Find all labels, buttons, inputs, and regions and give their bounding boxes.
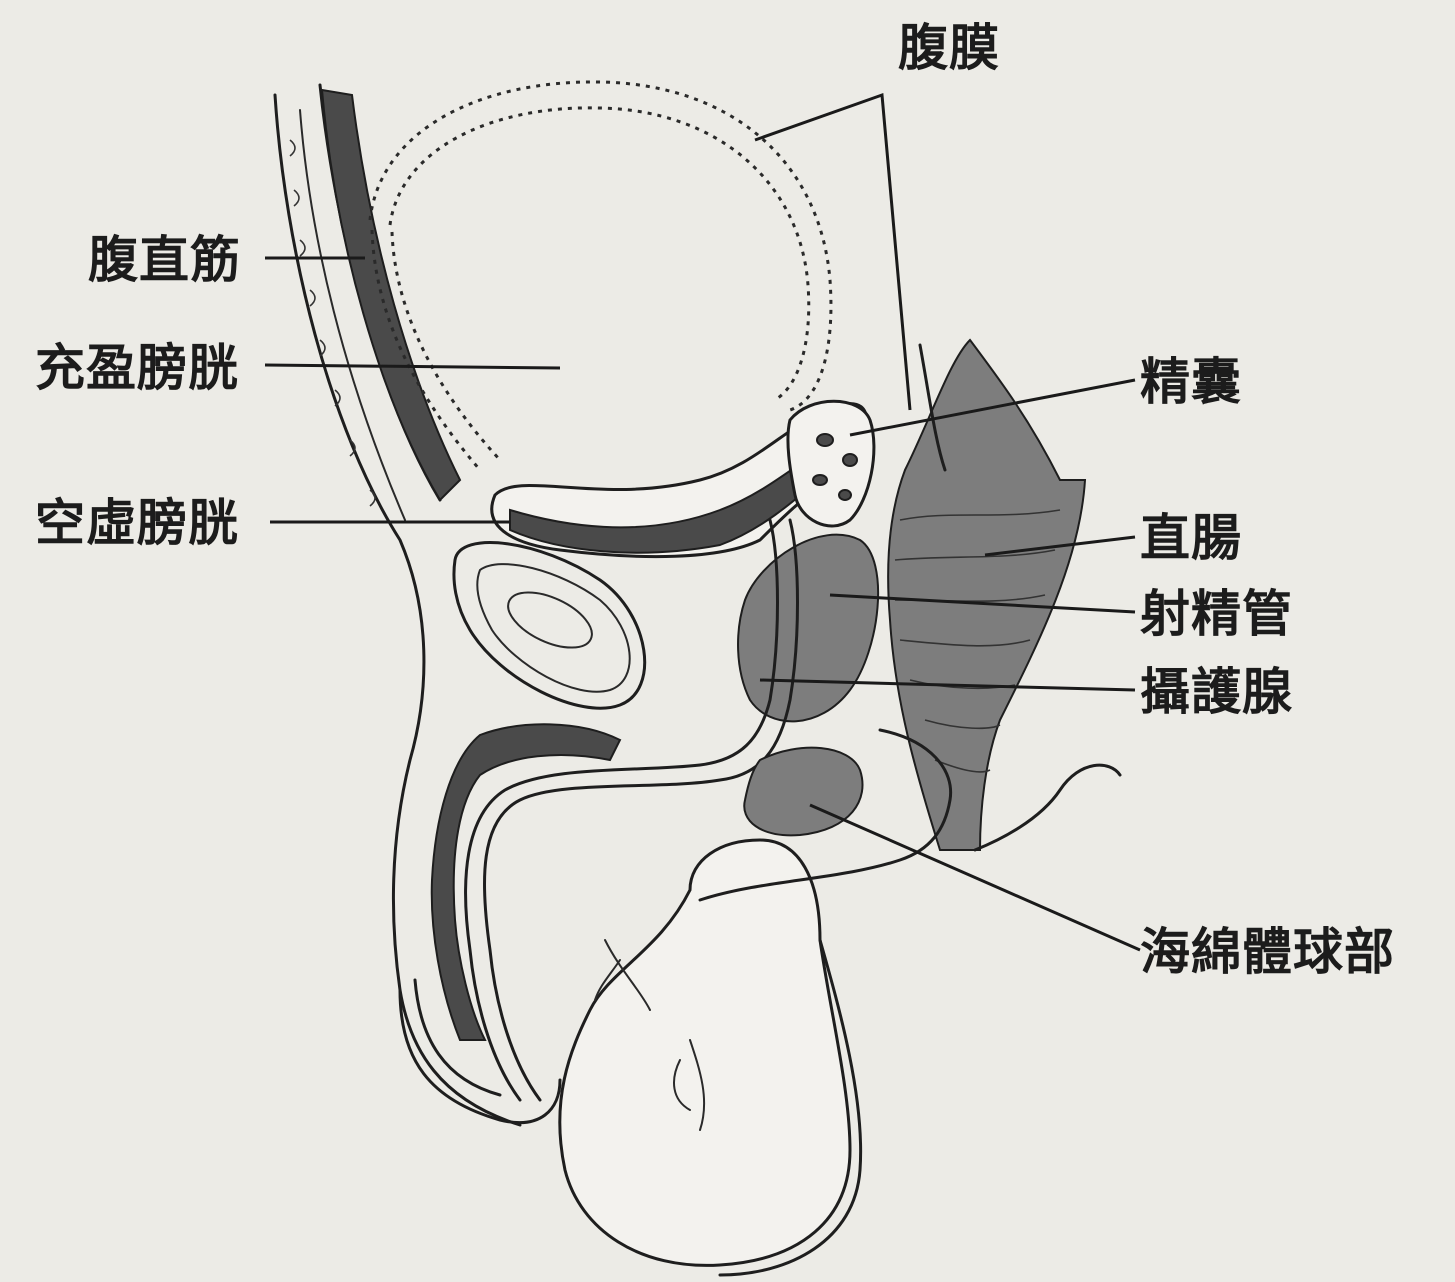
label-rectum: 直腸	[1140, 508, 1242, 568]
penis	[400, 980, 560, 1123]
label-ejaculatory-duct: 射精管	[1140, 584, 1293, 644]
label-full-bladder: 充盈膀胱	[35, 338, 239, 398]
label-bulb-corpus-spongiosum: 海綿體球部	[1140, 922, 1395, 982]
label-seminal-vesicle: 精囊	[1140, 352, 1242, 412]
scrotum	[560, 840, 861, 1275]
prostate	[738, 535, 878, 722]
abdominal-wall	[275, 85, 520, 1125]
pubic-symphysis	[454, 543, 645, 709]
rectum	[888, 340, 1120, 850]
label-empty-bladder: 空虛膀胱	[35, 493, 239, 553]
seminal-vesicle	[788, 401, 874, 526]
label-prostate: 攝護腺	[1140, 662, 1293, 722]
label-rectus-abdominis: 腹直筋	[88, 230, 241, 290]
full-bladder-outline	[370, 82, 831, 470]
label-peritoneum: 腹膜	[898, 18, 1000, 78]
